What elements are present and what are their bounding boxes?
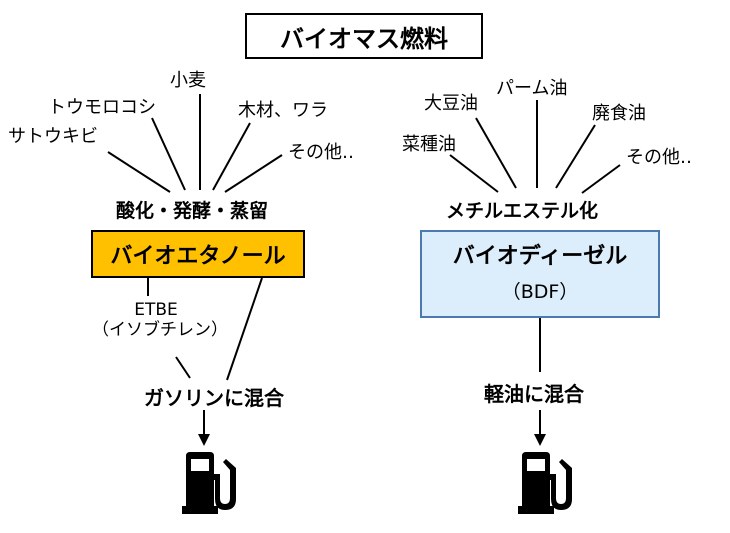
biodiesel-abbr: （BDF） — [501, 281, 579, 303]
source-other-right: その他‥ — [626, 147, 693, 168]
source-other-left: その他‥ — [288, 142, 355, 163]
line-right-waste — [555, 124, 596, 189]
line-etbe-gasoline — [175, 356, 191, 379]
fuel-pump-icon — [518, 452, 572, 514]
line-left-other — [224, 154, 283, 193]
source-rapeseed-oil: 菜種油 — [402, 134, 456, 155]
fuel-pump-icon — [182, 452, 236, 514]
process-ethanol: 酸化・発酵・蒸留 — [116, 200, 269, 222]
source-wood-straw: 木材、ワラ — [238, 100, 328, 121]
mix-gasoline: ガソリンに混合 — [144, 386, 284, 410]
source-waste-oil: 廃食油 — [592, 103, 646, 124]
line-right-other — [581, 164, 621, 194]
process-bdf: メチルエステル化 — [446, 200, 599, 222]
mix-diesel: 軽油に混合 — [484, 382, 584, 406]
source-palm-oil: パーム油 — [496, 78, 568, 99]
page-title: バイオマス燃料 — [245, 13, 483, 59]
arrow-right-head — [534, 434, 546, 446]
biodiesel-label: バイオディーゼル — [452, 244, 628, 269]
line-left-wood — [212, 122, 251, 191]
biodiesel-box: バイオディーゼル （BDF） — [420, 230, 660, 318]
source-wheat: 小麦 — [170, 70, 206, 91]
etbe-description: （イソブチレン） — [92, 320, 228, 340]
line-left-corn — [151, 117, 186, 191]
line-right-rapeseed — [449, 154, 499, 193]
source-corn: トウモロコシ — [48, 97, 156, 118]
line-right-soy — [475, 117, 517, 189]
line-ethanol-gasoline — [226, 277, 263, 381]
bioethanol-box: バイオエタノール — [91, 230, 305, 278]
etbe-label: ETBE （イソブチレン） — [92, 300, 228, 340]
etbe-name: ETBE — [134, 300, 178, 320]
arrow-left-head — [198, 434, 210, 446]
source-sugarcane: サトウキビ — [8, 126, 98, 147]
line-left-sugarcane — [107, 151, 171, 193]
source-soybean-oil: 大豆油 — [424, 93, 478, 114]
